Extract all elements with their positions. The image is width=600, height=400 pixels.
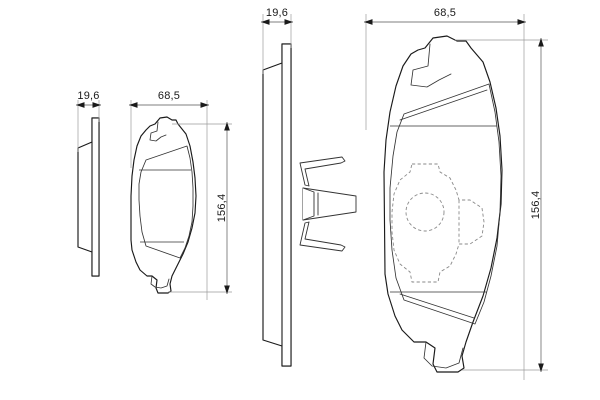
dim-label-left-thickness: 19,6 bbox=[77, 90, 99, 102]
right-pad-friction-contour bbox=[389, 83, 502, 325]
right-pad-outline bbox=[383, 35, 503, 373]
view-left-pad-face bbox=[130, 116, 197, 294]
left-pad-lower-tab bbox=[150, 275, 170, 289]
right-pad-upper-ear bbox=[410, 43, 452, 88]
clip-lower-arm bbox=[299, 221, 346, 252]
dimension-right-height: 156,4 bbox=[455, 37, 548, 372]
view-right-pad-edge bbox=[262, 43, 357, 367]
clip-upper-arm bbox=[299, 156, 346, 187]
clip-body-face bbox=[302, 187, 315, 221]
hidden-shim-outline bbox=[391, 163, 485, 283]
dim-label-right-height: 156,4 bbox=[530, 191, 542, 220]
dim-label-left-width: 68,5 bbox=[158, 90, 180, 102]
right-edge-backing-plate bbox=[281, 43, 292, 367]
right-edge-spring-clip bbox=[299, 156, 357, 252]
dim-label-left-height: 156,4 bbox=[216, 194, 228, 223]
right-pad-lower-tab bbox=[423, 341, 464, 369]
dimension-left-height: 156,4 bbox=[168, 121, 232, 294]
left-pad-upper-ear bbox=[149, 121, 167, 142]
right-pad-contour-offset bbox=[399, 89, 488, 319]
dim-label-right-width: 68,5 bbox=[434, 7, 456, 19]
left-pad-outline bbox=[130, 116, 197, 294]
dim-label-right-thickness: 19,6 bbox=[266, 7, 288, 19]
left-edge-backing-plate bbox=[91, 117, 100, 277]
view-right-pad-face bbox=[383, 35, 503, 373]
dimension-left-thickness: 19,6 bbox=[75, 90, 101, 152]
view-left-pad-edge bbox=[77, 117, 100, 277]
hidden-bore-circle bbox=[405, 192, 445, 232]
dimension-right-width: 68,5 bbox=[363, 7, 526, 380]
right-pad-hidden-detail bbox=[391, 163, 485, 283]
left-pad-friction-contour bbox=[138, 145, 194, 259]
dimension-left-width: 68,5 bbox=[128, 90, 209, 300]
dimension-right-thickness: 19,6 bbox=[260, 7, 293, 74]
